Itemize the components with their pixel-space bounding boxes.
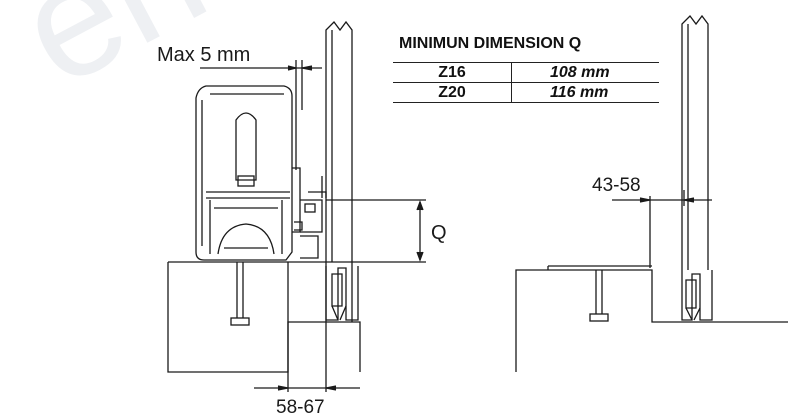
minimum-dimension-table: MINIMUN DIMENSION Q Z16 108 mm Z20 116 m… — [393, 26, 659, 103]
base-range-label: 58-67 — [276, 397, 325, 418]
right-gate-leaf — [681, 14, 709, 270]
rail-range-label: 43-58 — [592, 175, 641, 196]
max-gap-dimension — [200, 60, 322, 170]
right-base-slab — [515, 265, 788, 372]
table-cell-model: Z20 — [393, 82, 512, 103]
rail-range-dimension — [612, 190, 712, 268]
motor-housing — [195, 85, 293, 261]
table-cell-value: 108 mm — [511, 62, 659, 83]
q-dimension-label: Q — [431, 222, 447, 244]
left-ground-rail — [325, 266, 359, 321]
table-cell-model: Z16 — [393, 62, 512, 83]
right-ground-rail — [681, 270, 713, 321]
right-anchor-bolt — [589, 270, 609, 322]
motor-bracket — [292, 167, 327, 259]
left-base-slab — [167, 261, 361, 373]
q-dimension — [320, 199, 426, 263]
table-header: MINIMUN DIMENSION Q — [393, 26, 659, 63]
table-cell-value: 116 mm — [511, 82, 659, 103]
base-range-dimension — [254, 262, 360, 392]
table-header-row: MINIMUN DIMENSION Q — [393, 26, 659, 63]
max-gap-label: Max 5 mm — [157, 44, 251, 66]
table-row: Z16 108 mm — [393, 62, 659, 83]
left-gate-leaf — [321, 20, 353, 322]
left-anchor-bolt — [230, 262, 250, 326]
table-row: Z20 116 mm — [393, 82, 659, 103]
